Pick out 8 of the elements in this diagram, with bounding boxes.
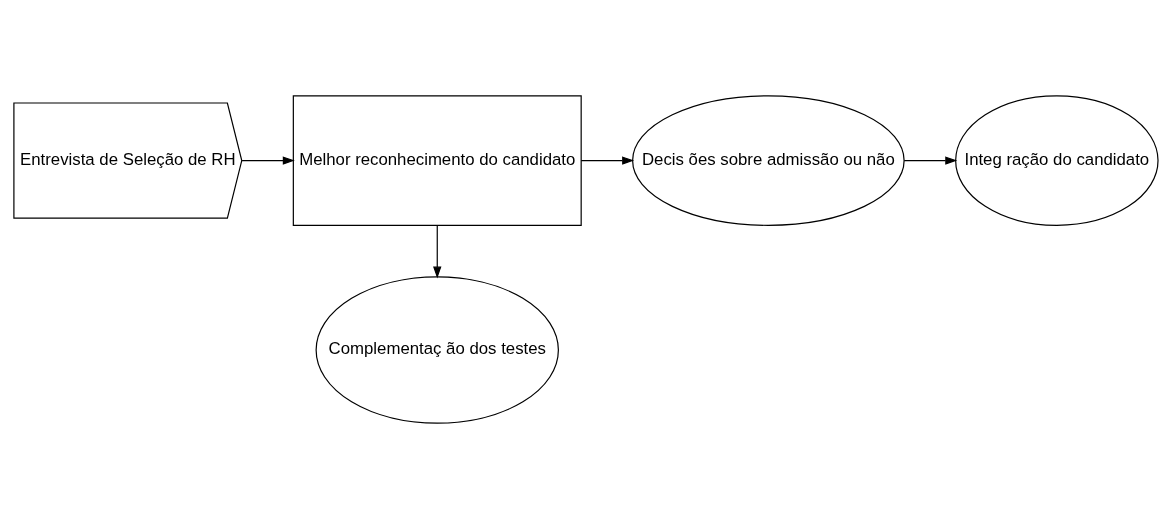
node-box: Melhor reconhecimento do candidato bbox=[292, 94, 582, 226]
node-ellipse: Decis ões sobre admissão ou não bbox=[632, 94, 905, 226]
arrow bbox=[580, 155, 635, 165]
arrow bbox=[241, 155, 295, 165]
arrow bbox=[433, 224, 442, 279]
node-ellipse: Integ ração do candidato bbox=[955, 94, 1159, 226]
node-ellipse: Complementaç ão dos testes bbox=[315, 275, 559, 424]
arrow bbox=[903, 155, 958, 165]
